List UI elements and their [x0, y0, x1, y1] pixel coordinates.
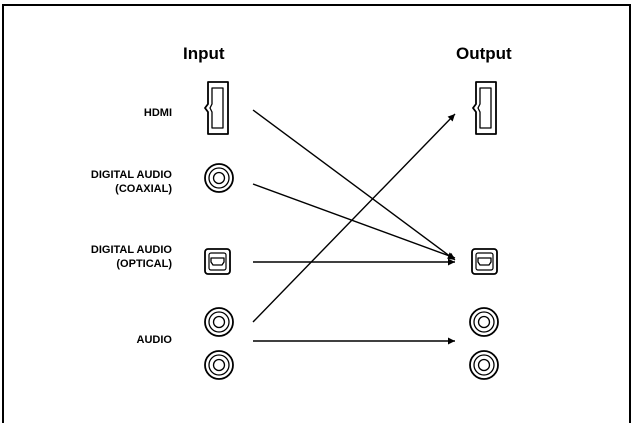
arrow-hdmi-to-optical	[252, 109, 456, 261]
output-header: Output	[456, 44, 512, 63]
output-audio-l-icon	[469, 307, 499, 337]
output-optical-icon	[471, 248, 498, 275]
label-audio: AUDIO	[22, 333, 172, 347]
arrow-coaxial-to-optical	[252, 183, 456, 259]
label-coaxial-line2: (COAXIAL)	[115, 183, 172, 195]
label-hdmi-line1: HDMI	[143, 107, 172, 119]
input-optical-icon	[204, 248, 231, 275]
label-coaxial-line1: DIGITAL AUDIO	[90, 169, 172, 181]
input-audio-r-icon	[204, 350, 234, 380]
output-hdmi-icon	[472, 81, 497, 135]
label-optical-line2: (OPTICAL)	[116, 258, 172, 270]
output-audio-r-icon	[469, 350, 499, 380]
arrow-audio-to-hdmi	[252, 113, 456, 323]
label-coaxial: DIGITAL AUDIO (COAXIAL)	[22, 168, 172, 196]
diagram-frame	[2, 4, 631, 423]
label-optical-line1: DIGITAL AUDIO	[90, 244, 172, 256]
label-optical: DIGITAL AUDIO (OPTICAL)	[22, 243, 172, 271]
input-coaxial-icon	[204, 163, 234, 193]
input-header: Input	[183, 44, 225, 63]
input-audio-l-icon	[204, 307, 234, 337]
input-hdmi-icon	[204, 81, 229, 135]
label-hdmi: HDMI	[22, 106, 172, 120]
label-audio-line1: AUDIO	[136, 334, 172, 346]
